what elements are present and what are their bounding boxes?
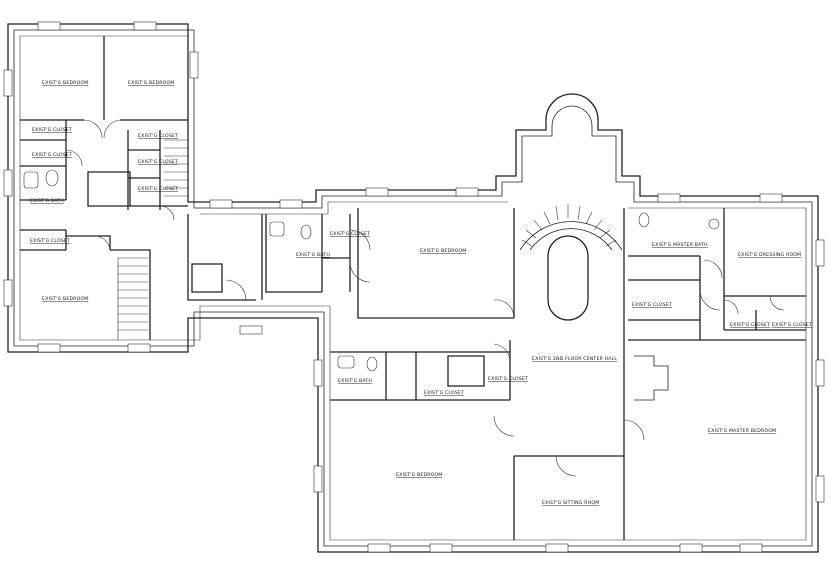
label-bed-nw-left: EXIST'G BEDROOM (42, 80, 88, 86)
label-bed-mid: EXIST'G BEDROOM (420, 248, 466, 254)
interior-walls (20, 36, 806, 540)
label-master-bedroom: EXIST'G MASTER BEDROOM (708, 428, 776, 434)
label-closet-nw-4: EXIST'G CLOSET (138, 159, 178, 165)
label-bath-nw: EXIST'G BATH (30, 198, 64, 204)
bath-fixtures (23, 169, 720, 372)
label-closet-nw-1: EXIST'G CLOSET (32, 127, 72, 133)
label-closet-nw-2: EXIST'G CLOSET (138, 133, 178, 139)
door-swings (65, 119, 785, 477)
label-closet-s-1: EXIST'G CLOSET (424, 390, 464, 396)
label-bed-nw-right: EXIST'G BEDROOM (128, 80, 174, 86)
label-center-hall: EXIST'G 2ND FLOOR CENTER HALL (532, 356, 617, 362)
label-closet-east: EXIST'G CLOSET (632, 302, 672, 308)
room-labels: EXIST'G BEDROOM EXIST'G BEDROOM EXIST'G … (30, 80, 812, 506)
label-closet-nw-3: EXIST'G CLOSET (32, 152, 72, 158)
label-sitting-room: EXIST'G SITTING ROOM (542, 500, 599, 506)
label-bed-w: EXIST'G BEDROOM (42, 296, 88, 302)
label-bath-s: EXIST'G BATH (338, 378, 372, 384)
label-bath-mid: EXIST'G BATH (296, 252, 330, 258)
windows (3, 21, 825, 553)
label-master-bath: EXIST'G MASTER BATH (652, 242, 708, 248)
label-closet-s-2: EXIST'G CLOSET (488, 376, 528, 382)
label-closet-mid: EXIST'G CLOSET (330, 231, 370, 237)
label-closet-se-2: EXIST'G CLOSET (772, 322, 812, 328)
label-closet-w: EXIST'G CLOSET (30, 238, 70, 244)
label-dressing-room: EXIST'G DRESSING ROOM (738, 252, 801, 258)
label-closet-se-1: EXIST'G CLOSET (730, 322, 770, 328)
label-bed-s: EXIST'G BEDROOM (396, 472, 442, 478)
label-closet-nw-5: EXIST'G CLOSET (138, 186, 178, 192)
